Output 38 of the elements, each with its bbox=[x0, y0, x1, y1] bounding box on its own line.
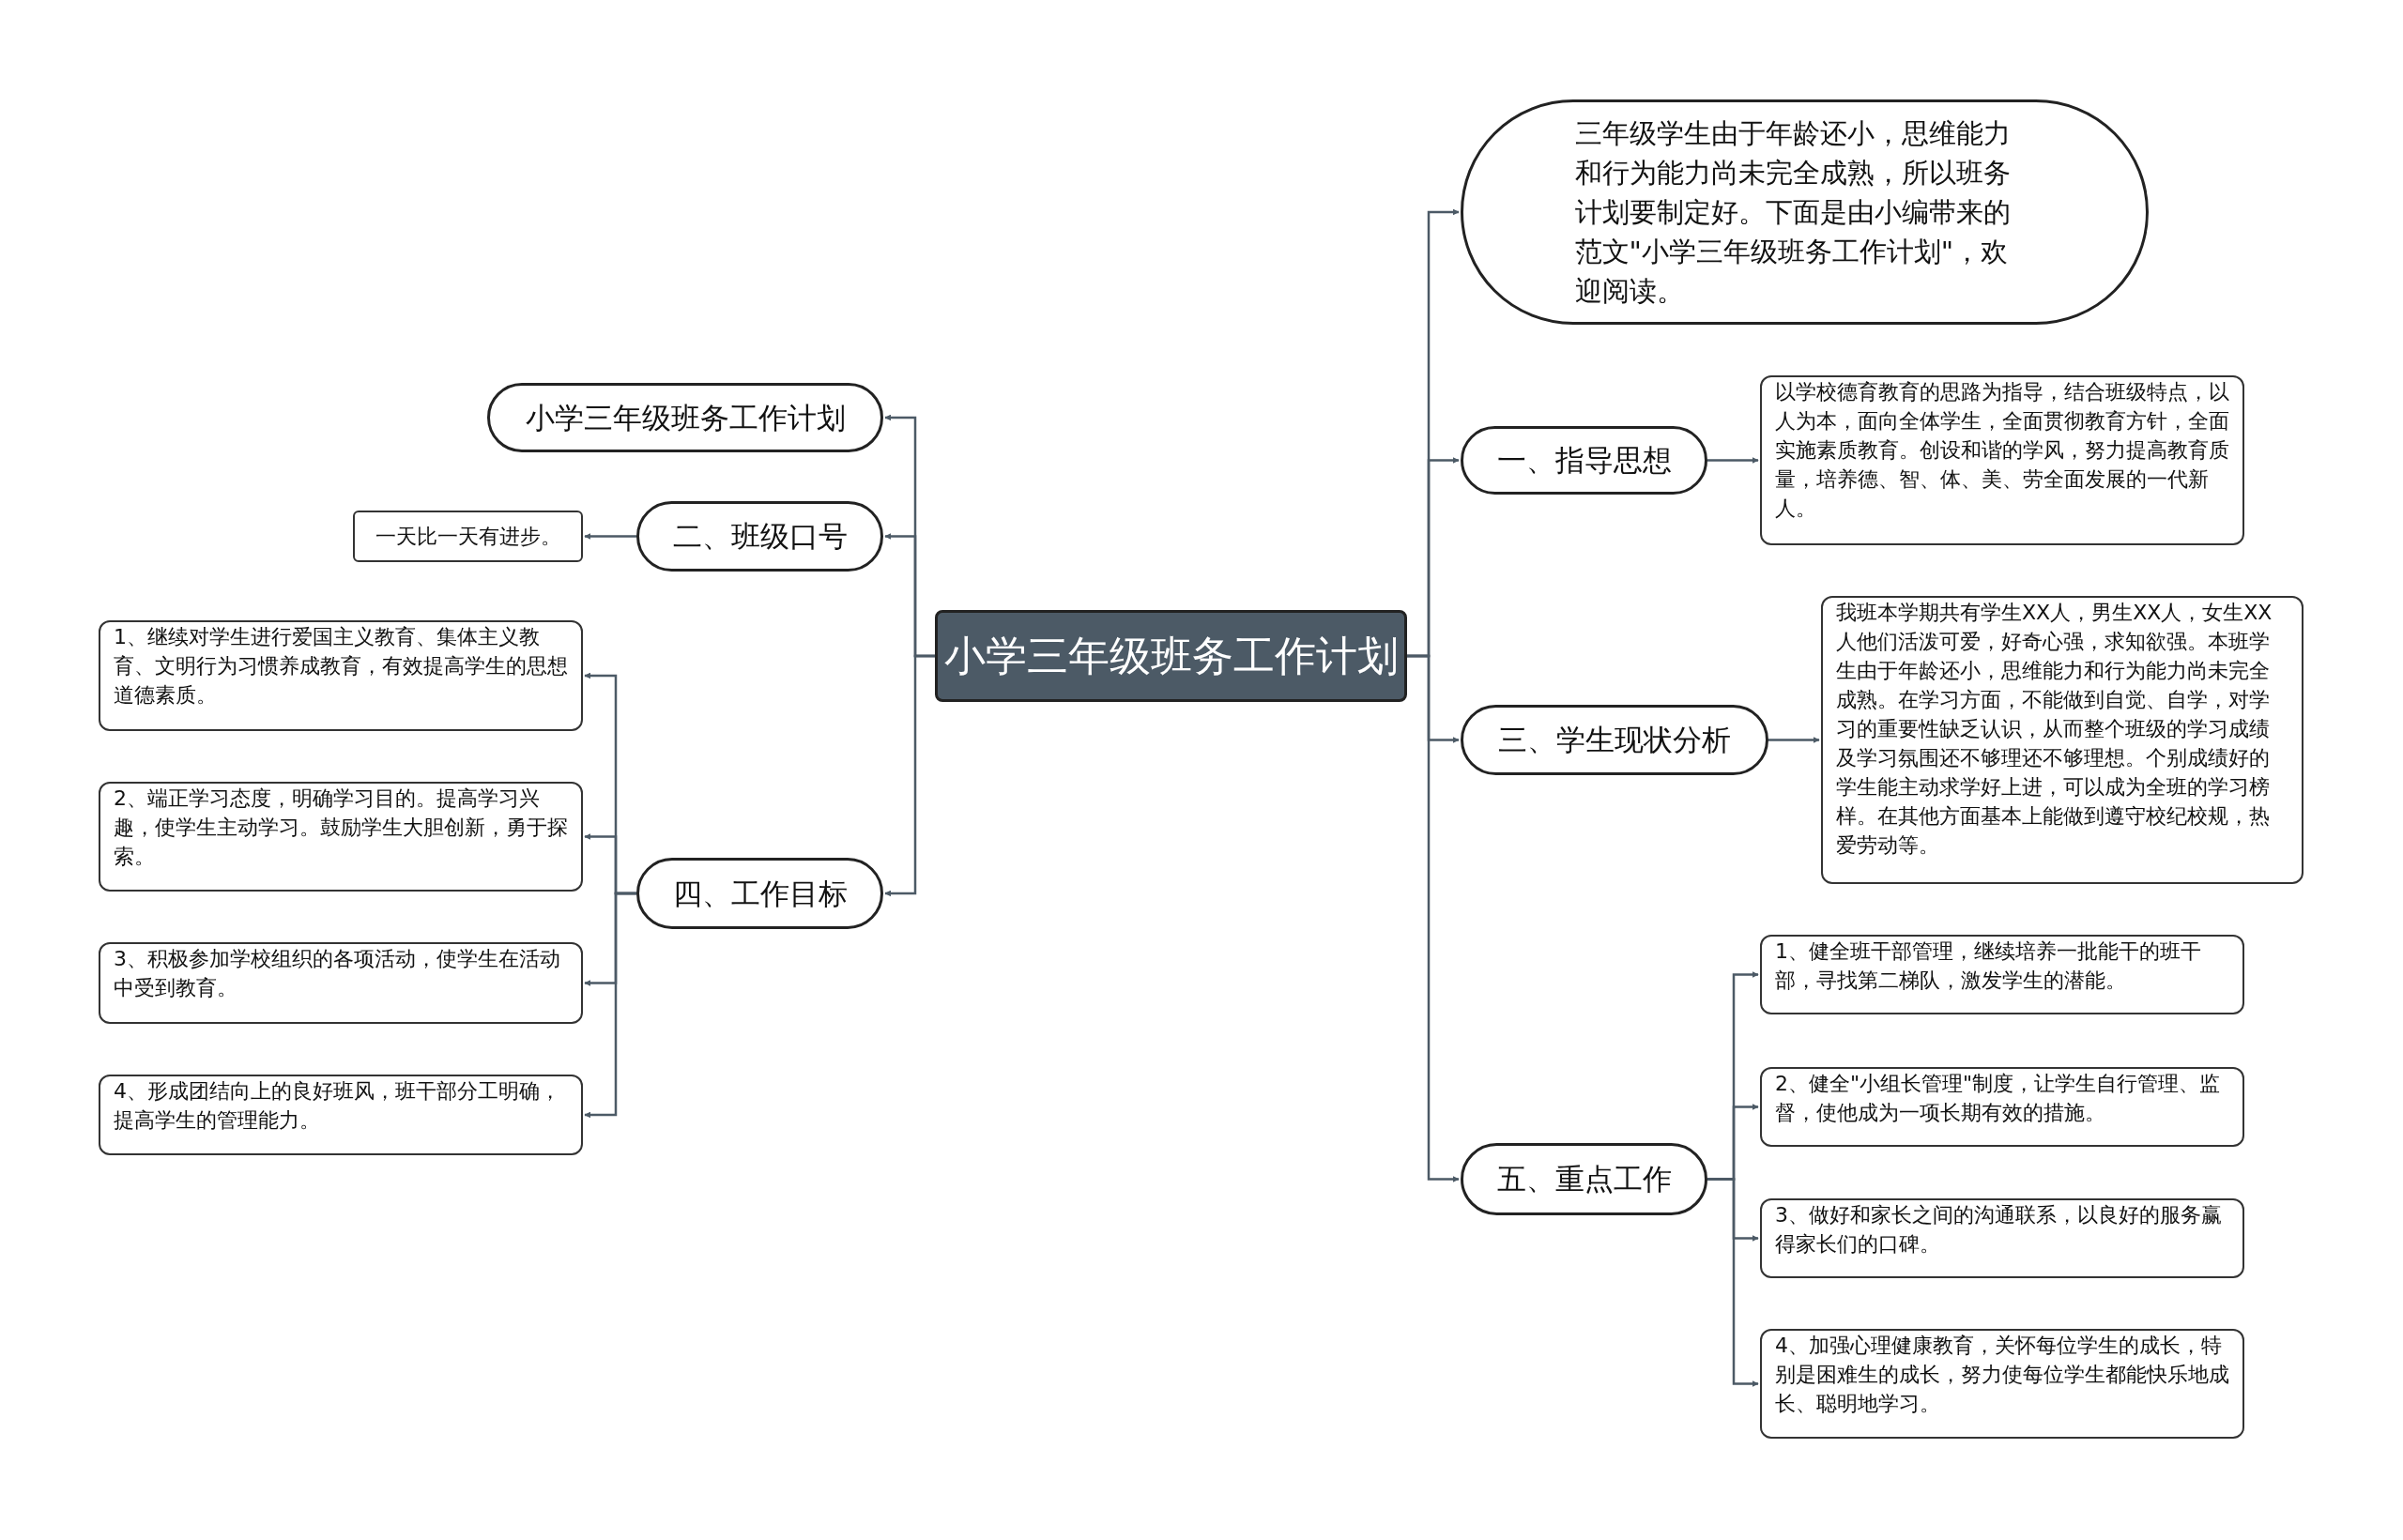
node-text: 三年级学生由于年龄还小，思维能力和行为能力尚未完全成熟，所以班务计划要制定好。下面是由小编带来的范文"小学三年级班务工作计划"，欢迎阅读。 bbox=[1574, 116, 2012, 309]
text-box bbox=[99, 782, 583, 892]
node-text: 以学校德育教育的思路为指导，结合班级特点，以人为本，面向全体学生，全面贯彻教育方针，全面实施素质教育。创设和谐的学风，努力提高教育质量，培养德、智、体、美、劳全面发展的一代新人。 bbox=[1775, 379, 2229, 522]
node-text: 2、健全"小组长管理"制度，让学生自行管理、监督，使他成为一项长期有效的措施。 bbox=[1775, 1071, 2222, 1126]
text-box bbox=[1821, 596, 2304, 884]
connector-arrow bbox=[584, 533, 636, 540]
node-text: 1、健全班干部管理，继续培养一批能干的班干部，寻找第二梯队，激发学生的潜能。 bbox=[1775, 938, 2202, 994]
node-text: 五、重点工作 bbox=[1496, 1161, 1672, 1198]
connector-arrow bbox=[1768, 737, 1820, 743]
node-text: 4、形成团结向上的良好班风，班干部分工明确，提高学生的管理能力。 bbox=[114, 1078, 561, 1134]
node-text: 2、端正学习态度，明确学习目的。提高学习兴趣，使学生主动学习。鼓励学生大胆创新，勇于探索。 bbox=[114, 785, 568, 870]
node-text: 一天比一天有进步。 bbox=[375, 524, 561, 550]
text-box bbox=[1760, 935, 2244, 1014]
text-box bbox=[1760, 1329, 2244, 1439]
text-box bbox=[1760, 1198, 2244, 1278]
text-box bbox=[1760, 1067, 2244, 1147]
connector-arrow bbox=[584, 892, 636, 1119]
node-text: 一、指导思想 bbox=[1496, 442, 1672, 480]
node-text: 1、继续对学生进行爱国主义教育、集体主义教育、文明行为习惯养成教育，有效提高学生的思想道德素质。 bbox=[114, 624, 568, 709]
node-text: 二、班级口号 bbox=[672, 518, 848, 556]
node-text: 四、工作目标 bbox=[672, 875, 848, 912]
connector-arrow bbox=[1707, 457, 1759, 464]
node-text: 3、做好和家长之间的沟通联系，以良好的服务赢得家长们的口碑。 bbox=[1775, 1202, 2223, 1258]
text-box bbox=[99, 620, 583, 731]
text-box bbox=[99, 1075, 583, 1155]
text-box bbox=[99, 942, 583, 1024]
text-box bbox=[353, 511, 583, 562]
node-text: 3、积极参加学校组织的各项活动，使学生在活动中受到教育。 bbox=[114, 946, 561, 1001]
node-text: 小学三年级班务工作计划 bbox=[943, 631, 1399, 681]
connector-arrow bbox=[1407, 654, 1460, 1182]
node-text: 小学三年级班务工作计划 bbox=[525, 399, 846, 436]
connector-arrow bbox=[1707, 1178, 1759, 1387]
node-text: 我班本学期共有学生XX人，男生XX人，女生XX人他们活泼可爱，好奇心强，求知欲强。本班学生由于年龄还小，思维能力和行为能力尚未完全成熟。在学习方面，不能做到自觉、自学，对学习的重要性缺乏认识，从而整个班级的学习成绩及学习氛围还不够理还不够理想。个别成绩好的学生能主动求学好上进，可以成为全班的学习榜样。在其他方面基本上能做到遵守校纪校规，热爱劳动等。 bbox=[1836, 600, 2273, 859]
central-topic-box bbox=[935, 610, 1407, 702]
node-text: 4、加强心理健康教育，关怀每位学生的成长，特别是困难生的成长，努力使每位学生都能快乐地成长、聪明地学习。 bbox=[1775, 1333, 2229, 1417]
text-box bbox=[1760, 375, 2244, 545]
connector-arrow bbox=[884, 654, 935, 897]
node-text: 三、学生现状分析 bbox=[1498, 722, 1731, 759]
